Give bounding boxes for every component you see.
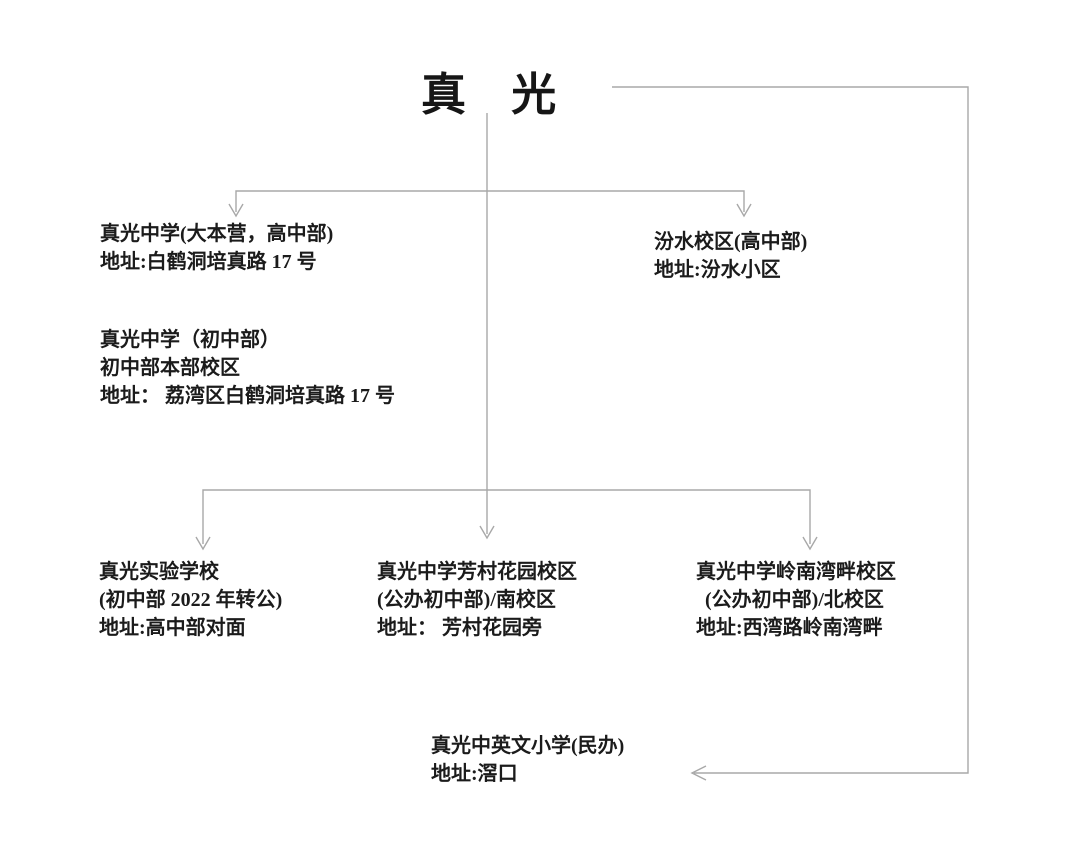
node-title: 真光中学芳村花园校区 [377, 561, 577, 583]
node-title: 真光中学（初中部） [100, 329, 280, 351]
connector-right-route [612, 86, 969, 774]
node-address: 地址： 芳村花园旁 [377, 617, 542, 639]
node-subtitle: (初中部 2022 年转公) [99, 589, 283, 611]
node-primary-school: 真光中英文小学(民办) 地址:滘口 [431, 732, 624, 788]
node-title: 汾水校区(高中部) [654, 231, 808, 253]
node-address: 地址： 荔湾区白鹤洞培真路 17 号 [100, 385, 395, 407]
node-fenshui-campus: 汾水校区(高中部) 地址:汾水小区 [654, 228, 807, 284]
connector-tier2-bracket [202, 489, 811, 544]
node-title: 真光中英文小学(民办) [431, 735, 625, 757]
node-lingnan-wanpan-campus: 真光中学岭南湾畔校区 (公办初中部)/北校区 地址:西湾路岭南湾畔 [696, 558, 896, 642]
node-subtitle: (公办初中部)/北校区 [705, 589, 884, 611]
node-address: 地址:白鹤洞培真路 17 号 [100, 251, 317, 273]
arrowhead-down-hq-high [228, 203, 244, 218]
node-experimental-school: 真光实验学校 (初中部 2022 年转公) 地址:高中部对面 [99, 558, 282, 642]
arrowhead-down-fenshui [736, 203, 752, 218]
page-title: 真 光 [421, 70, 558, 120]
node-address: 地址:滘口 [431, 763, 518, 785]
node-address: 地址:西湾路岭南湾畔 [696, 617, 883, 639]
node-title: 真光中学(大本营，高中部) [100, 223, 334, 245]
node-address: 地址:汾水小区 [654, 259, 781, 281]
arrowhead-down-fangcun [479, 525, 495, 540]
connector-tier1-bracket [235, 190, 745, 212]
arrowhead-left-primary [690, 765, 707, 781]
arrowhead-down-lingnan [802, 536, 818, 551]
node-title: 真光中学岭南湾畔校区 [696, 561, 896, 583]
arrowhead-down-experimental [195, 536, 211, 551]
node-junior-main-campus: 真光中学（初中部） 初中部本部校区 地址： 荔湾区白鹤洞培真路 17 号 [100, 326, 395, 410]
node-fangcun-garden-campus: 真光中学芳村花园校区 (公办初中部)/南校区 地址： 芳村花园旁 [377, 558, 577, 642]
node-address: 地址:高中部对面 [99, 617, 246, 639]
node-subtitle: 初中部本部校区 [100, 357, 240, 379]
node-hq-high-school: 真光中学(大本营，高中部) 地址:白鹤洞培真路 17 号 [100, 220, 333, 276]
node-subtitle: (公办初中部)/南校区 [377, 589, 556, 611]
node-title: 真光实验学校 [99, 561, 219, 583]
